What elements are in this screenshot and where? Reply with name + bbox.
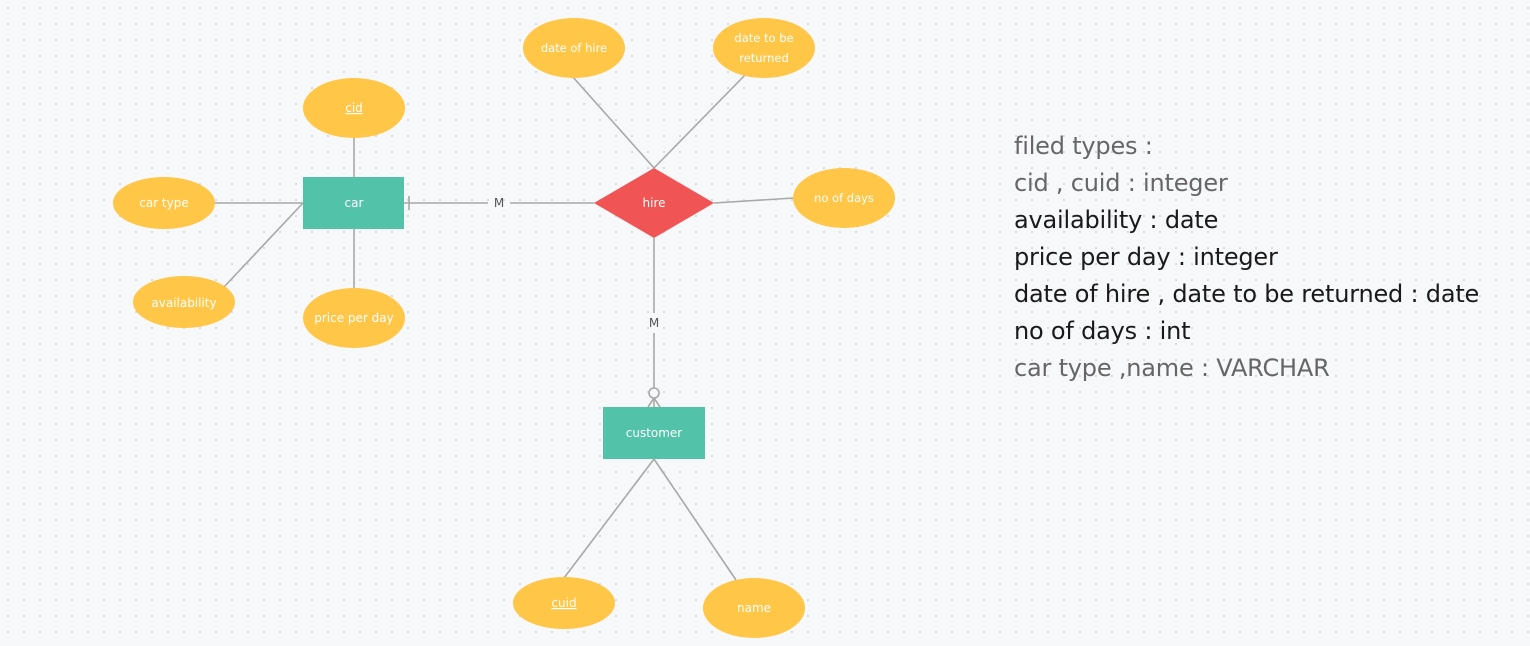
note-line: no of days : int — [1014, 317, 1191, 345]
attribute-date-to-be-returned[interactable]: date to be returned — [713, 18, 815, 78]
attribute-cid[interactable]: cid — [303, 78, 405, 138]
attribute-name[interactable]: name — [703, 578, 805, 638]
attribute-cuid[interactable]: cuid — [513, 577, 615, 629]
cardinality-label-hire-customer: M — [649, 316, 659, 330]
note-line: price per day : integer — [1014, 243, 1278, 271]
attribute-date-to-be-returned-label-line1: date to be — [734, 31, 793, 45]
note-line: availability : date — [1014, 206, 1219, 234]
attribute-cuid-oval — [513, 577, 615, 629]
attribute-price-per-day-label: price per day — [314, 311, 394, 325]
relationship-hire[interactable]: hire — [594, 168, 714, 238]
attribute-date-to-be-returned-oval — [713, 18, 815, 78]
edge-hire-date-to-be-returned — [653, 73, 747, 169]
attribute-cid-label: cid — [345, 101, 363, 115]
entity-car[interactable]: car — [303, 177, 404, 229]
crow-foot-left — [647, 397, 655, 408]
zero-marker-customer — [648, 387, 660, 399]
attribute-price-per-day[interactable]: price per day — [303, 288, 405, 348]
entity-customer-box — [603, 407, 705, 459]
connectors — [214, 73, 795, 581]
attribute-no-of-days-oval — [793, 168, 895, 228]
attribute-price-per-day-oval — [303, 288, 405, 348]
attribute-no-of-days-label: no of days — [814, 191, 874, 205]
note-line: filed types : — [1014, 132, 1153, 160]
attribute-date-to-be-returned-label-line2: returned — [739, 51, 789, 65]
edge-hire-no-of-days — [713, 197, 795, 204]
attribute-date-of-hire-oval — [523, 18, 625, 78]
attribute-name-oval — [703, 578, 805, 638]
attribute-no-of-days[interactable]: no of days — [793, 168, 895, 228]
attribute-car-type[interactable]: car type — [113, 177, 215, 229]
attribute-cid-oval — [303, 78, 405, 138]
attribute-availability-label: availability — [151, 296, 216, 310]
attribute-availability-oval — [133, 276, 235, 328]
attribute-cuid-label: cuid — [551, 596, 576, 610]
edge-customer-cuid — [563, 458, 655, 579]
crow-foot-right — [653, 397, 661, 408]
relationship-hire-label: hire — [643, 196, 666, 210]
edge-customer-name — [653, 458, 737, 581]
field-types-note[interactable]: filed types : cid , cuid : integer avail… — [1014, 128, 1479, 387]
note-line: car type ,name : VARCHAR — [1014, 354, 1330, 382]
attribute-date-of-hire[interactable]: date of hire — [523, 18, 625, 78]
edge-car-availability — [223, 202, 304, 288]
note-line: date of hire , date to be returned : dat… — [1014, 280, 1480, 308]
entity-car-label: car — [345, 196, 364, 210]
attribute-name-label: name — [737, 601, 771, 615]
edge-hire-date-of-hire — [571, 75, 655, 169]
cardinality-markers — [408, 196, 661, 408]
attribute-car-type-oval — [113, 177, 215, 229]
entity-customer[interactable]: customer — [603, 407, 705, 459]
cardinality-label-car-hire: M — [494, 196, 504, 210]
note-line: cid , cuid : integer — [1014, 169, 1228, 197]
entity-car-box — [303, 177, 404, 229]
attribute-date-of-hire-label: date of hire — [541, 41, 607, 55]
relationship-hire-diamond — [594, 168, 714, 238]
attribute-car-type-label: car type — [139, 196, 189, 210]
attribute-availability[interactable]: availability — [133, 276, 235, 328]
entity-customer-label: customer — [626, 426, 683, 440]
